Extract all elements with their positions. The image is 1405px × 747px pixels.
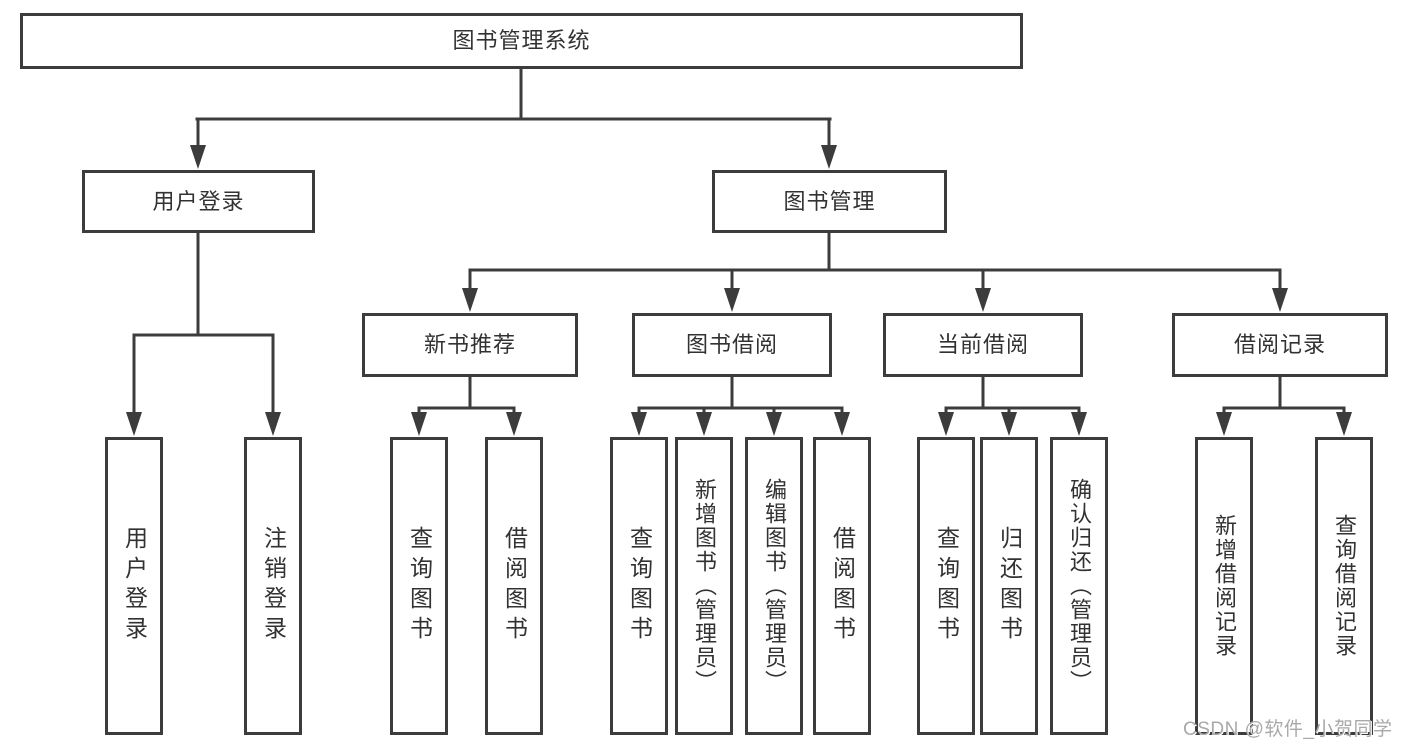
node-library-management-system: 图书管理系统 bbox=[20, 13, 1023, 69]
leaf-label: 确认归还（管理员） bbox=[1067, 478, 1092, 694]
leaf-label: 借阅图书 bbox=[829, 526, 856, 646]
leaf-label: 注销登录 bbox=[260, 526, 287, 646]
csdn-watermark: CSDN @软件_小贺同学 bbox=[1183, 719, 1393, 740]
leaf-query-books-recommend: 查询图书 bbox=[390, 437, 448, 735]
node-label: 图书管理系统 bbox=[452, 28, 591, 53]
node-borrowing-records: 借阅记录 bbox=[1172, 313, 1388, 377]
leaf-label: 编辑图书（管理员） bbox=[762, 478, 787, 694]
leaf-label: 归还图书 bbox=[996, 526, 1023, 646]
leaf-label: 查询图书 bbox=[626, 526, 653, 646]
leaf-query-borrow-record: 查询借阅记录 bbox=[1315, 437, 1373, 735]
leaf-user-login: 用户登录 bbox=[105, 437, 163, 735]
node-user-login: 用户登录 bbox=[82, 170, 315, 233]
node-label: 新书推荐 bbox=[423, 332, 516, 357]
leaf-query-books-current: 查询图书 bbox=[917, 437, 975, 735]
node-book-management: 图书管理 bbox=[712, 170, 947, 233]
leaf-label: 用户登录 bbox=[121, 526, 148, 646]
leaf-logout: 注销登录 bbox=[244, 437, 302, 735]
leaf-borrow-books: 借阅图书 bbox=[813, 437, 871, 735]
node-label: 借阅记录 bbox=[1233, 332, 1326, 357]
leaf-label: 查询借阅记录 bbox=[1332, 514, 1357, 658]
node-label: 用户登录 bbox=[152, 188, 245, 214]
leaf-label: 新增图书（管理员） bbox=[692, 478, 717, 694]
leaf-return-book: 归还图书 bbox=[980, 437, 1038, 735]
leaf-label: 查询图书 bbox=[406, 526, 433, 646]
leaf-add-book-admin: 新增图书（管理员） bbox=[675, 437, 733, 735]
leaf-edit-book-admin: 编辑图书（管理员） bbox=[745, 437, 803, 735]
leaf-borrow-books-recommend: 借阅图书 bbox=[485, 437, 543, 735]
leaf-label: 借阅图书 bbox=[501, 526, 528, 646]
leaf-label: 新增借阅记录 bbox=[1212, 514, 1237, 658]
node-label: 当前借阅 bbox=[936, 332, 1029, 357]
leaf-label: 查询图书 bbox=[933, 526, 960, 646]
node-current-borrowing: 当前借阅 bbox=[883, 313, 1083, 377]
node-label: 图书管理 bbox=[783, 188, 876, 214]
leaf-query-books-borrowing: 查询图书 bbox=[610, 437, 668, 735]
leaf-add-borrow-record: 新增借阅记录 bbox=[1195, 437, 1253, 735]
leaf-confirm-return-admin: 确认归还（管理员） bbox=[1050, 437, 1108, 735]
node-book-borrowing: 图书借阅 bbox=[632, 313, 832, 377]
node-label: 图书借阅 bbox=[685, 332, 778, 357]
node-new-book-recommend: 新书推荐 bbox=[362, 313, 578, 377]
